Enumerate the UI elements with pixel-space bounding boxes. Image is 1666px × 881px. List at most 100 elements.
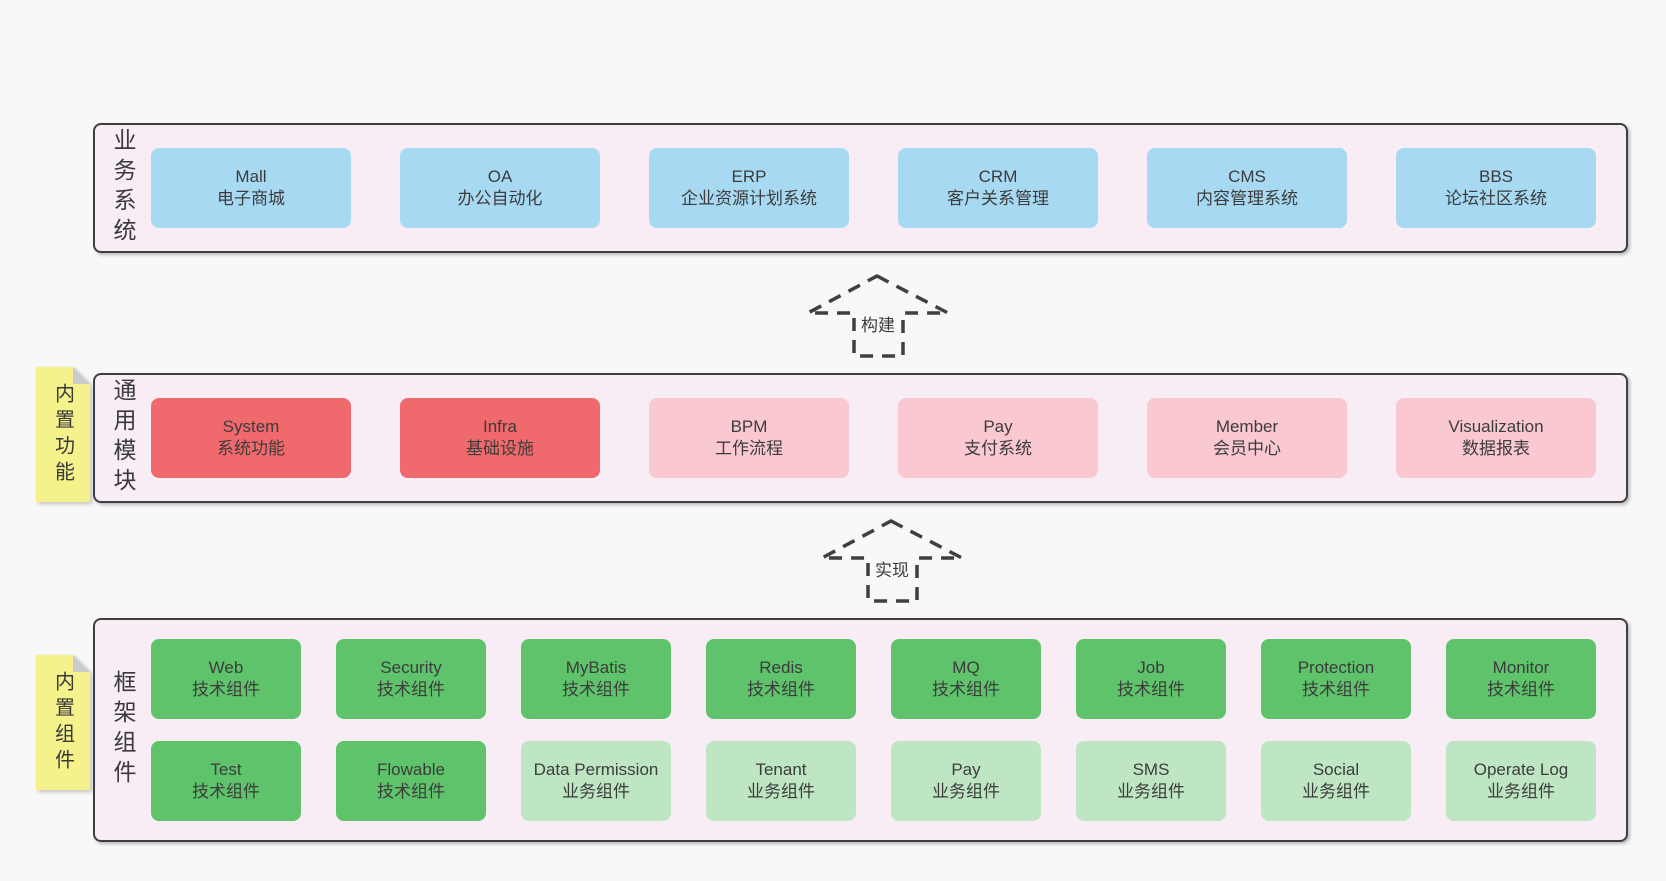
module-job: Job 技术组件 [1076,639,1226,719]
module-desc: 技术组件 [192,782,260,801]
module-visualization: Visualization 数据报表 [1396,398,1596,478]
sticky-paper: 内置功能 [36,367,90,502]
sticky-paper: 内置组件 [36,655,90,790]
module-name: CRM [978,167,1018,186]
implement-arrow-label: 实现 [875,561,909,580]
module-desc: 数据报表 [1462,439,1530,458]
module-name: System [222,417,280,436]
module-desc: 电子商城 [217,189,285,208]
module-crm: CRM 客户关系管理 [898,148,1098,228]
module-name: Visualization [1448,417,1544,436]
module-desc: 基础设施 [466,439,534,458]
module-name: ERP [731,167,767,186]
section-label-framework-components: 框架组件 [110,670,136,790]
module-name: BBS [1478,167,1514,186]
module-desc: 技术组件 [932,680,1000,699]
sticky-note-label: 内置功能 [51,382,74,487]
module-data-permission: Data Permission 业务组件 [521,741,671,821]
module-name: Data Permission [533,760,659,779]
module-desc: 技术组件 [192,680,260,699]
module-desc: 办公自动化 [457,189,543,208]
module-name: Social [1312,760,1360,779]
module-sms: SMS 业务组件 [1076,741,1226,821]
module-desc: 系统功能 [217,439,285,458]
module-system: System 系统功能 [151,398,351,478]
module-desc: 业务组件 [747,782,815,801]
module-desc: 业务组件 [932,782,1000,801]
module-name: Flowable [376,760,446,779]
section-label-business-systems: 业务系统 [110,128,136,248]
module-name: Web [208,658,244,677]
build-arrow-label: 构建 [861,316,895,335]
section-label-common-modules: 通用模块 [110,378,136,498]
module-name: Operate Log [1473,760,1569,779]
module-desc: 技术组件 [377,680,445,699]
sticky-note-built-in-components: 内置组件 [36,655,90,790]
module-name: Infra [482,417,518,436]
section-common-modules: 通用模块 System 系统功能 Infra 基础设施 BPM 工作流程 Pay 支付系统 Me… [93,373,1628,503]
dashed-up-arrow-shape [821,519,963,603]
module-pay: Pay 业务组件 [891,741,1041,821]
module-desc: 技术组件 [377,782,445,801]
sticky-note-built-in-functions: 内置功能 [36,367,90,502]
module-bbs: BBS 论坛社区系统 [1396,148,1596,228]
folded-corner-icon [73,367,90,384]
module-desc: 支付系统 [964,439,1032,458]
module-mall: Mall 电子商城 [151,148,351,228]
module-desc: 技术组件 [1302,680,1370,699]
module-desc: 企业资源计划系统 [681,189,817,208]
module-desc: 工作流程 [715,439,783,458]
module-name: Job [1137,658,1165,677]
build-arrow-up: 构建 [807,274,949,358]
module-desc: 论坛社区系统 [1445,189,1547,208]
module-name: Pay [983,417,1013,436]
module-desc: 会员中心 [1213,439,1281,458]
module-desc: 业务组件 [1117,782,1185,801]
module-name: BPM [730,417,768,436]
sticky-note-label: 内置组件 [51,670,74,775]
module-operate-log: Operate Log 业务组件 [1446,741,1596,821]
module-desc: 技术组件 [562,680,630,699]
module-pay: Pay 支付系统 [898,398,1098,478]
module-web: Web 技术组件 [151,639,301,719]
module-infra: Infra 基础设施 [400,398,600,478]
module-desc: 业务组件 [562,782,630,801]
module-security: Security 技术组件 [336,639,486,719]
module-desc: 技术组件 [1487,680,1555,699]
module-name: CMS [1228,167,1266,186]
module-name: Security [380,658,442,677]
module-protection: Protection 技术组件 [1261,639,1411,719]
module-desc: 技术组件 [1117,680,1185,699]
module-name: Pay [951,760,981,779]
implement-arrow-up: 实现 [821,519,963,603]
module-flowable: Flowable 技术组件 [336,741,486,821]
module-name: Redis [759,658,803,677]
module-desc: 业务组件 [1487,782,1555,801]
module-name: Protection [1297,658,1375,677]
dashed-up-arrow-shape [807,274,949,358]
module-name: Mall [235,167,267,186]
module-name: SMS [1132,760,1170,779]
section-business-systems: 业务系统 Mall 电子商城 OA 办公自动化 ERP 企业资源计划系统 CRM 客户关系管理… [93,123,1628,253]
module-erp: ERP 企业资源计划系统 [649,148,849,228]
module-desc: 客户关系管理 [947,189,1049,208]
module-bpm: BPM 工作流程 [649,398,849,478]
module-name: OA [487,167,513,186]
